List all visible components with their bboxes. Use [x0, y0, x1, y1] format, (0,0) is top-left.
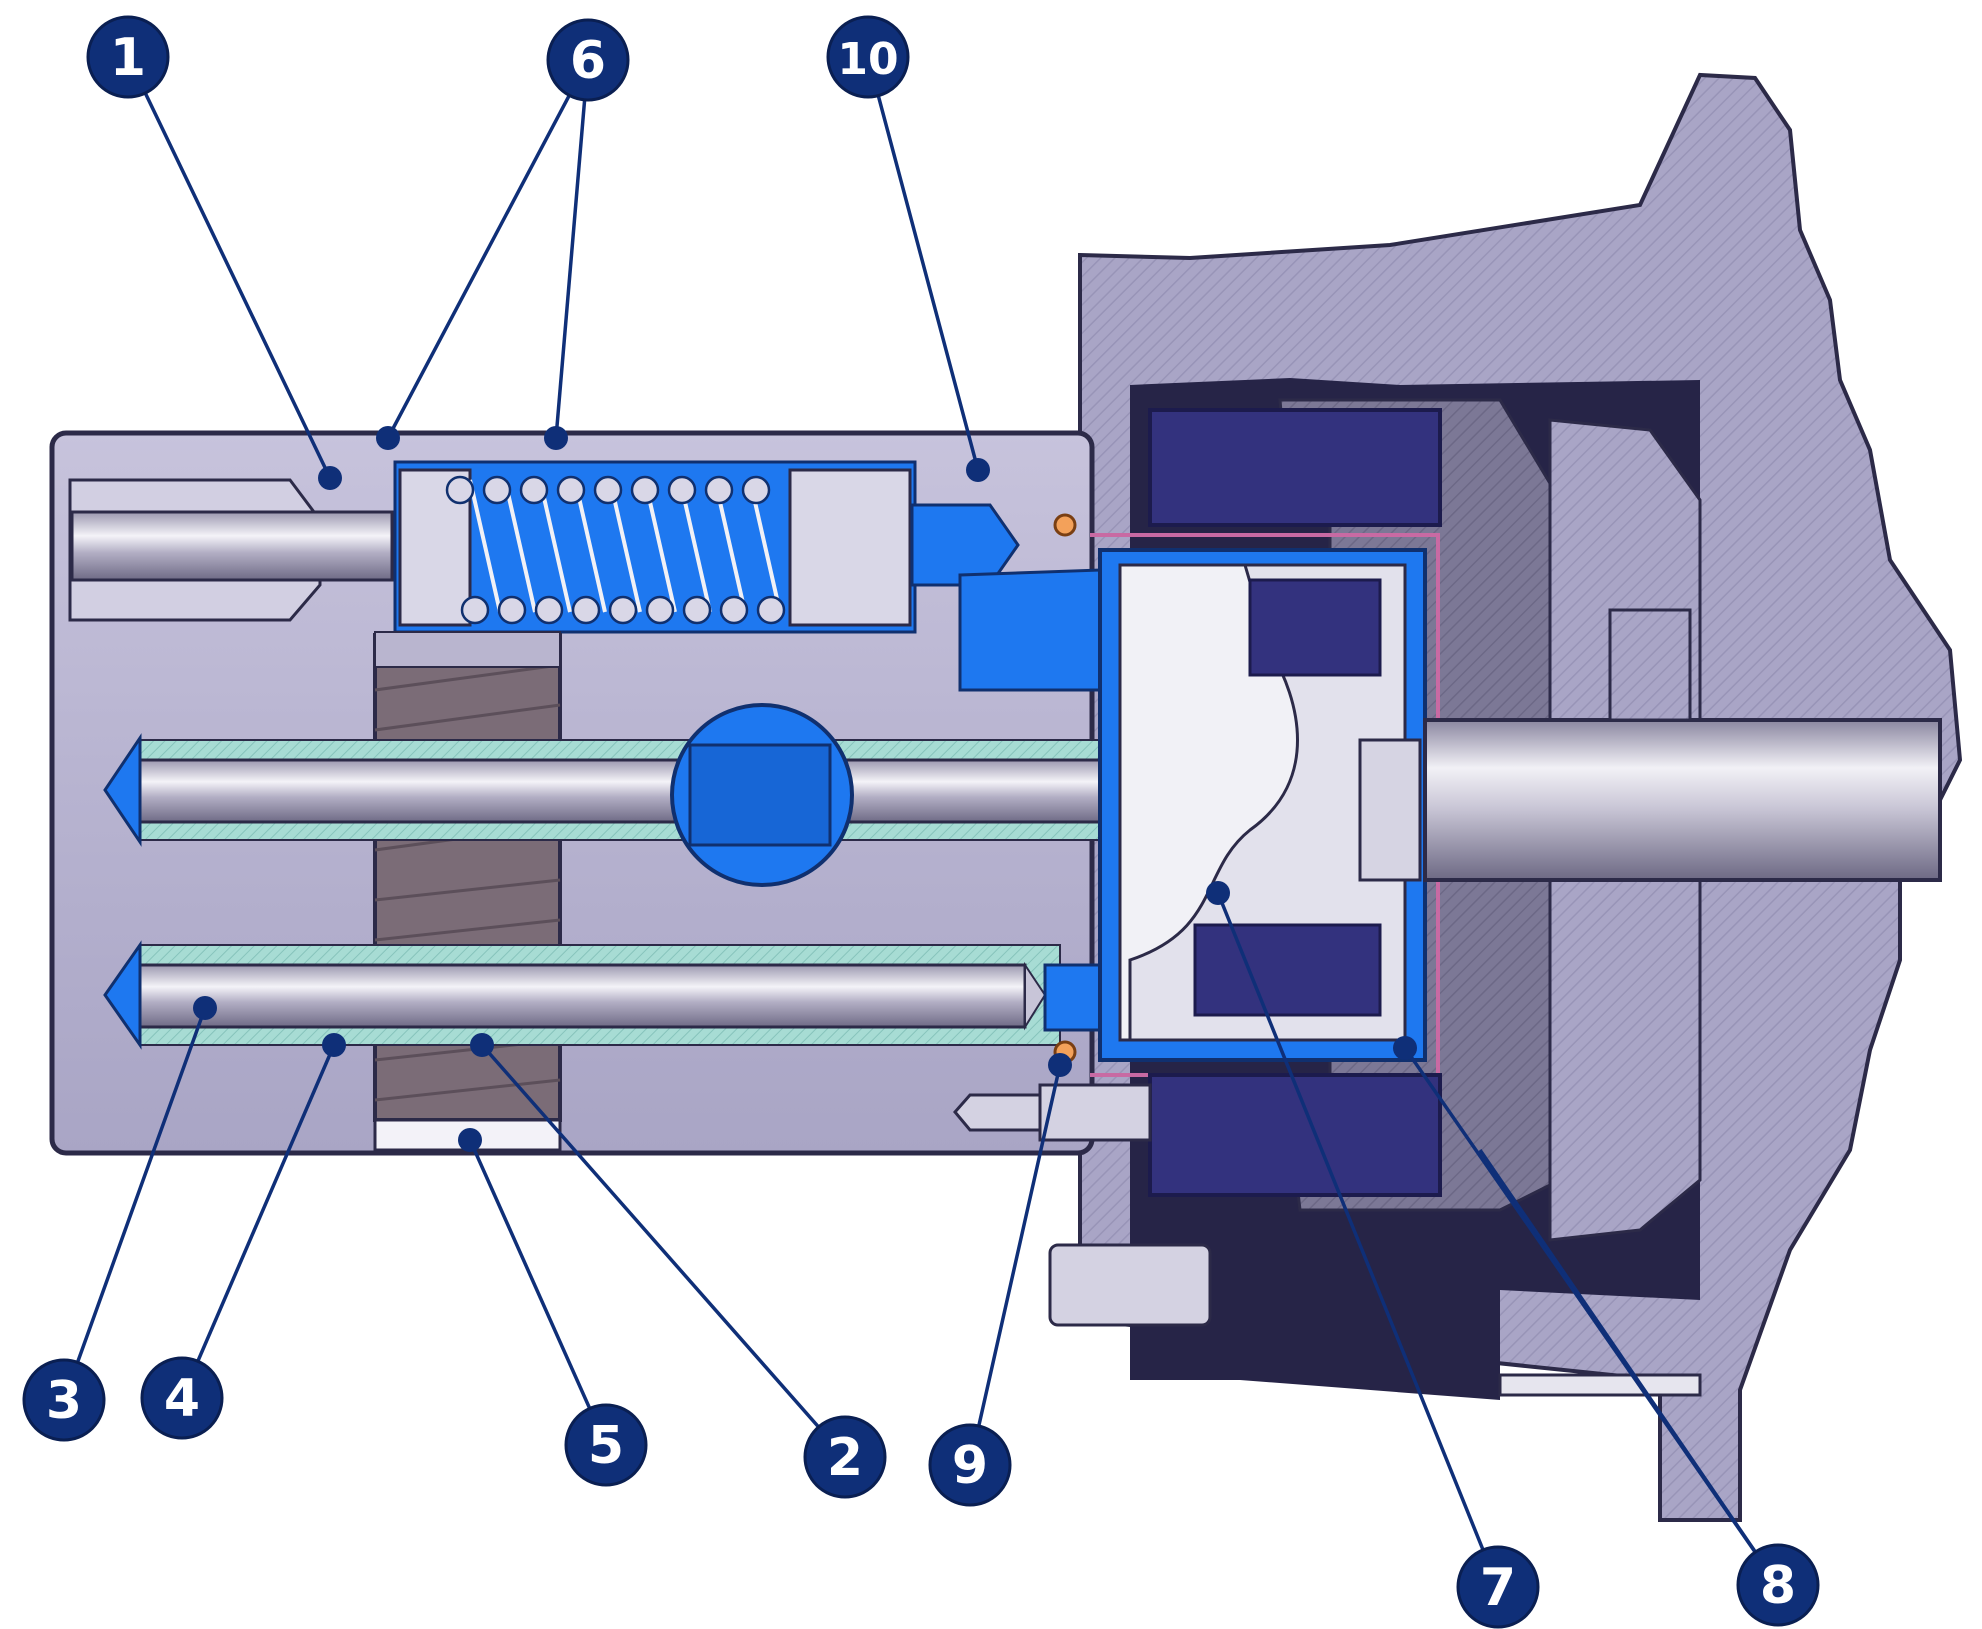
callout-6: 6	[546, 18, 630, 102]
callout-7: 7	[1456, 1545, 1540, 1629]
spring-coils-bottom	[460, 595, 786, 625]
valve-spring	[468, 479, 782, 613]
callout-4-label: 4	[164, 1369, 200, 1429]
callout-5-label: 5	[588, 1416, 624, 1476]
spring-coils-top	[445, 475, 771, 505]
armature-assembly	[1090, 533, 1440, 1077]
callout-6-label: 6	[570, 31, 606, 91]
outer-magnet-coils	[1148, 408, 1442, 1197]
callout-1-label: 1	[110, 28, 146, 88]
callout-8-label: 8	[1760, 1556, 1796, 1616]
lower-shaft	[103, 940, 1107, 1050]
callout-7-label: 7	[1480, 1558, 1516, 1618]
callout-4: 4	[140, 1356, 224, 1440]
callout-10: 10	[826, 15, 910, 99]
callout-3: 3	[22, 1358, 106, 1442]
leader-lines	[62, 56, 1780, 1588]
callout-10-label: 10	[837, 34, 898, 85]
callout-2: 2	[803, 1415, 887, 1499]
callout-9-label: 9	[952, 1436, 988, 1496]
callout-2-label: 2	[827, 1428, 863, 1488]
callout-8: 8	[1736, 1543, 1820, 1627]
output-shaft	[1423, 608, 1942, 882]
callout-9: 9	[928, 1423, 1012, 1507]
callout-3-label: 3	[46, 1371, 82, 1431]
fasteners	[953, 513, 1212, 1327]
leader-dots	[193, 426, 1417, 1152]
callout-5: 5	[564, 1403, 648, 1487]
callout-1: 1	[86, 15, 170, 99]
